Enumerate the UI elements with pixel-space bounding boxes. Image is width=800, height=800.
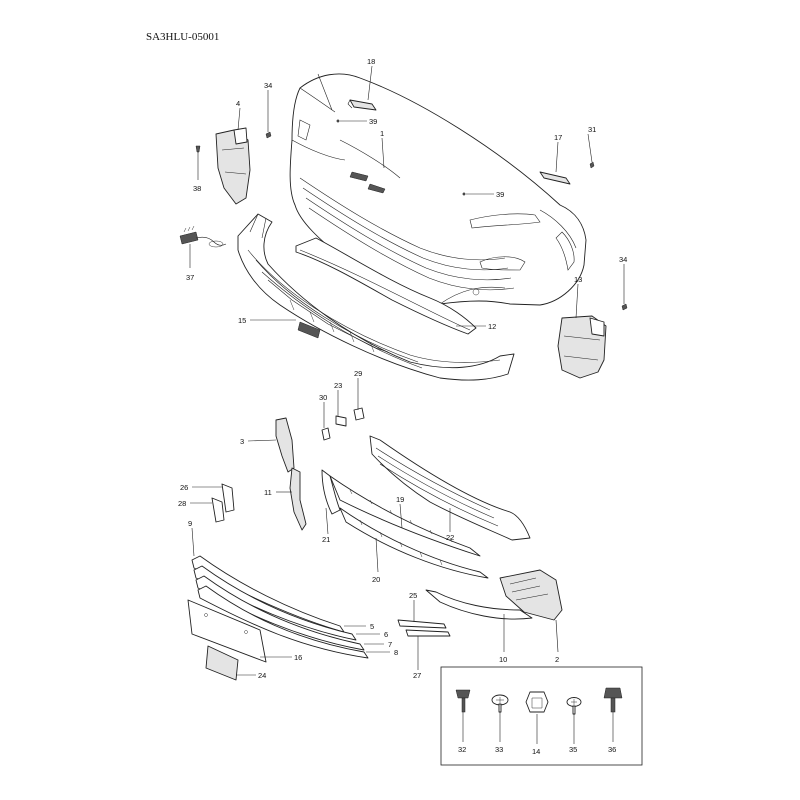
callout-28: 28: [178, 499, 186, 508]
screw-38[interactable]: [195, 145, 201, 153]
callout-37: 37: [186, 273, 194, 282]
callout-35: 35: [569, 745, 577, 754]
diagram-code: SA3HLU-05001: [146, 31, 220, 43]
side-trim-11[interactable]: [289, 467, 307, 531]
bracket-28[interactable]: [211, 497, 225, 523]
screw-35[interactable]: [566, 697, 582, 745]
nut-clip-14[interactable]: [525, 691, 549, 744]
callout-27: 27: [413, 671, 421, 680]
clip-39-center[interactable]: [462, 192, 466, 196]
screw-33[interactable]: [491, 694, 509, 742]
callout-18: 18: [367, 57, 375, 66]
leader-lines: [189, 65, 625, 676]
lower-grille-bar-8[interactable]: [197, 585, 369, 659]
lower-grille-trim-21[interactable]: [321, 469, 341, 515]
clip-29[interactable]: [353, 407, 365, 421]
callout-3: 3: [240, 437, 244, 446]
callout-labels: 18 34 4 39 1 31 17 38 39 37 34 13 15 12 …: [178, 57, 627, 756]
callout-11: 11: [264, 488, 272, 497]
fastener-panel: [440, 666, 643, 766]
callout-12: 12: [488, 322, 496, 331]
front-bumper-cover[interactable]: [289, 73, 587, 307]
callout-25: 25: [409, 591, 417, 600]
callout-17: 17: [554, 133, 562, 142]
callout-32: 32: [458, 745, 466, 754]
fog-lamp-trim-10[interactable]: [425, 589, 533, 620]
callout-10: 10: [499, 655, 507, 664]
clip-34-left[interactable]: [265, 131, 272, 139]
callout-4: 4: [236, 99, 240, 108]
callout-13: 13: [574, 275, 582, 284]
callout-34-right: 34: [619, 255, 627, 264]
emblem-17[interactable]: [539, 171, 571, 185]
callout-9: 9: [188, 519, 192, 528]
bolt-32[interactable]: [455, 689, 471, 742]
bolt-36[interactable]: [603, 687, 623, 742]
callout-14: 14: [532, 747, 540, 756]
right-mudguard-bracket-13[interactable]: [557, 315, 607, 379]
clip-34-right[interactable]: [621, 303, 628, 311]
trim-27[interactable]: [405, 629, 451, 637]
tow-hook-clip-37[interactable]: [179, 225, 227, 248]
callout-2: 2: [555, 655, 559, 664]
emblem-18[interactable]: [347, 99, 377, 111]
pin-30[interactable]: [321, 427, 331, 441]
callout-16: 16: [294, 653, 302, 662]
callout-20: 20: [372, 575, 380, 584]
callout-21: 21: [322, 535, 330, 544]
lower-grille-strip-19[interactable]: [329, 475, 481, 557]
callout-26: 26: [180, 483, 188, 492]
left-mudguard-bracket-4[interactable]: [215, 127, 251, 205]
callout-15: 15: [238, 316, 246, 325]
callout-7: 7: [388, 640, 392, 649]
callout-29: 29: [354, 369, 362, 378]
clip-39-top[interactable]: [336, 119, 340, 123]
plate-holder-24[interactable]: [205, 645, 239, 681]
clip-23[interactable]: [335, 415, 347, 427]
callout-38: 38: [193, 184, 201, 193]
side-trim-3[interactable]: [275, 417, 295, 473]
callout-39-top: 39: [369, 117, 377, 126]
callout-36: 36: [608, 745, 616, 754]
callout-8: 8: [394, 648, 398, 657]
callout-5: 5: [370, 622, 374, 631]
callout-33: 33: [495, 745, 503, 754]
callout-39-center: 39: [496, 190, 504, 199]
callout-6: 6: [384, 630, 388, 639]
callout-23: 23: [334, 381, 342, 390]
lower-grille-strip-20[interactable]: [339, 507, 489, 579]
clip-31[interactable]: [589, 161, 595, 169]
lower-lip-spoiler-12[interactable]: [295, 237, 477, 335]
lower-grille-mesh-22[interactable]: [369, 435, 531, 541]
license-plate-bracket-16[interactable]: [187, 599, 267, 663]
callout-19: 19: [396, 495, 404, 504]
callout-30: 30: [319, 393, 327, 402]
trim-25[interactable]: [397, 619, 447, 629]
callout-34-left: 34: [264, 81, 272, 90]
callout-22: 22: [446, 533, 454, 542]
fog-lamp-bezel-2[interactable]: [499, 569, 563, 621]
callout-24: 24: [258, 671, 266, 680]
callout-31: 31: [588, 125, 596, 134]
bracket-26[interactable]: [221, 483, 235, 513]
callout-1: 1: [380, 129, 384, 138]
lower-grille-frame-15[interactable]: [237, 213, 515, 381]
